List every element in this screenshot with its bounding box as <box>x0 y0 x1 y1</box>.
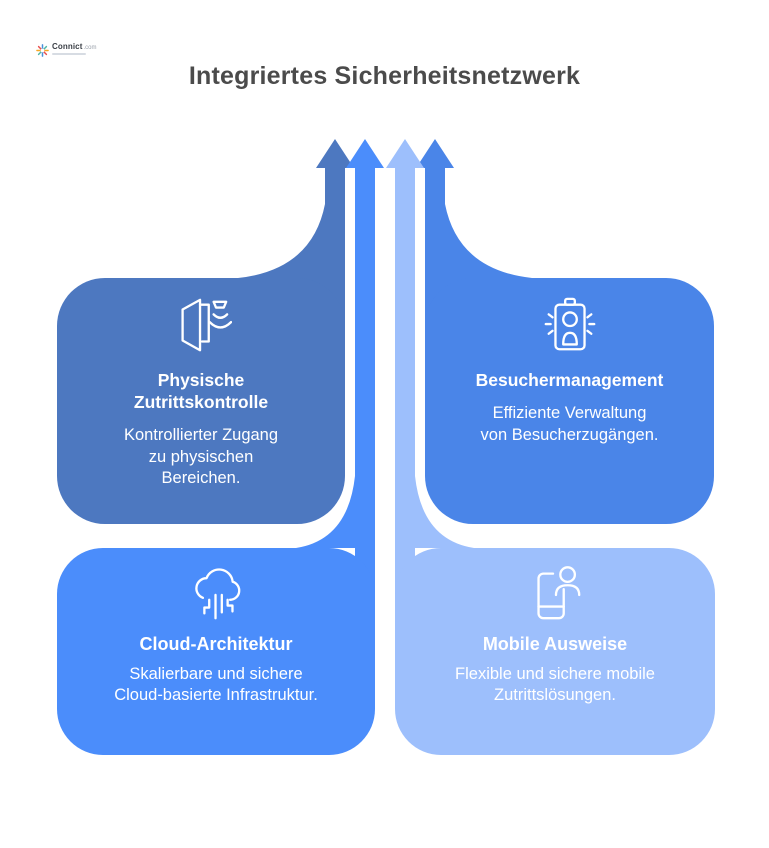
card-mobile-credentials: Mobile Ausweise Flexible und sichere mob… <box>395 548 715 755</box>
page-title: Integriertes Sicherheitsnetzwerk <box>188 62 581 90</box>
logo-name: Connict <box>52 42 83 51</box>
arrow-cloud-fillet <box>296 476 355 548</box>
mobile-person-icon <box>537 566 581 620</box>
card-body: Effiziente Verwaltung von Besucherzugäng… <box>480 403 659 444</box>
logo-starburst-icon <box>36 44 49 57</box>
card-body: Kontrollierter Zugang zu physischen Bere… <box>123 425 279 488</box>
logo-text: Connict.com <box>52 43 97 55</box>
card-title: Cloud-Architektur <box>139 634 293 654</box>
card-visitor-management: Besuchermanagement Effiziente Verwaltung… <box>425 278 714 524</box>
card-cloud-architecture: Cloud-Architektur Skalierbare und sicher… <box>57 548 375 755</box>
card-title: Physische Zutrittskontrolle <box>133 370 269 412</box>
card-title: Besuchermanagement <box>475 370 664 390</box>
arrow-cloud-architecture <box>346 139 384 620</box>
arrow-mobile-fillet <box>415 476 474 548</box>
card-body: Flexible und sichere mobile Zutrittslösu… <box>455 664 655 705</box>
card-title: Mobile Ausweise <box>482 634 628 654</box>
logo-tld: .com <box>83 45 97 51</box>
visitor-badge-icon <box>544 297 595 351</box>
card-body: Skalierbare und sichere Cloud-basierte I… <box>114 664 318 705</box>
arrow-mobile-credentials <box>386 139 424 620</box>
logo-tagline-bar <box>52 53 86 55</box>
card-physical-access: Physische Zutrittskontrolle Kontrolliert… <box>57 278 345 524</box>
cloud-circuit-icon <box>195 568 241 620</box>
logo: Connict.com <box>36 43 97 57</box>
door-sensor-icon <box>181 298 232 352</box>
